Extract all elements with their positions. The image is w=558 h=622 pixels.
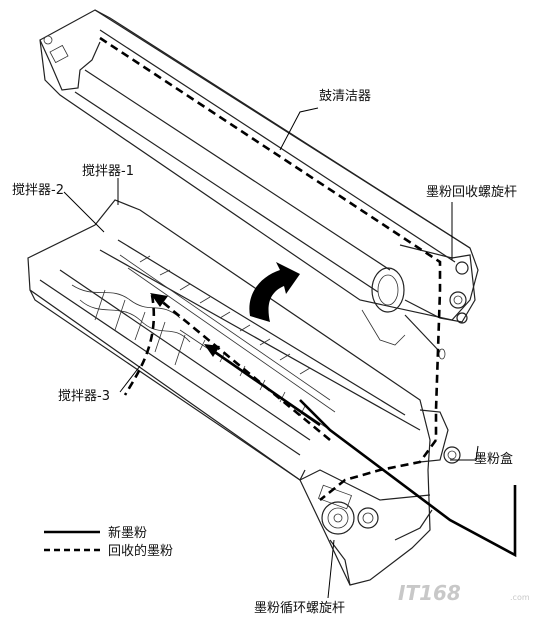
label-circulation-screw: 墨粉循环螺旋杆 <box>254 601 345 616</box>
legend-new-toner: 新墨粉 <box>108 525 147 541</box>
recovered-toner-path-1 <box>99 36 442 440</box>
label-agitator-3: 搅拌器-3 <box>58 388 110 404</box>
legend: 新墨粉 回收的墨粉 <box>44 525 173 559</box>
svg-text:IT168: IT168 <box>398 581 461 605</box>
new-toner-path <box>299 399 517 558</box>
developer-unit <box>27 199 461 586</box>
recovered-toner-path-2 <box>319 439 438 502</box>
recovered-toner-path-4 <box>123 294 156 396</box>
recovered-toner-arrowhead <box>150 293 168 307</box>
svg-text:.com: .com <box>510 593 530 602</box>
label-drum-cleaner: 鼓清洁器 <box>319 89 371 104</box>
drum-cleaner-assembly <box>39 9 479 360</box>
label-agitator-2: 搅拌器-2 <box>12 182 64 198</box>
label-recovery-screw: 墨粉回收螺旋杆 <box>426 185 517 200</box>
label-agitator-1: 搅拌器-1 <box>82 163 134 179</box>
label-toner-box: 墨粉盒 <box>474 451 513 467</box>
lift-arrow <box>249 262 300 322</box>
watermark-logo: IT168 .com <box>398 581 530 605</box>
recovered-toner-path-3 <box>159 298 331 442</box>
legend-recovered-toner: 回收的墨粉 <box>108 543 173 559</box>
